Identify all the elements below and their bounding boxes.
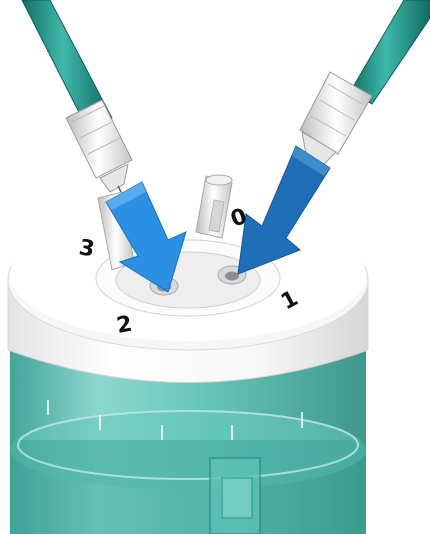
right-tube: [350, 0, 430, 104]
left-luer-connector: [66, 100, 132, 200]
lid: [8, 209, 368, 383]
